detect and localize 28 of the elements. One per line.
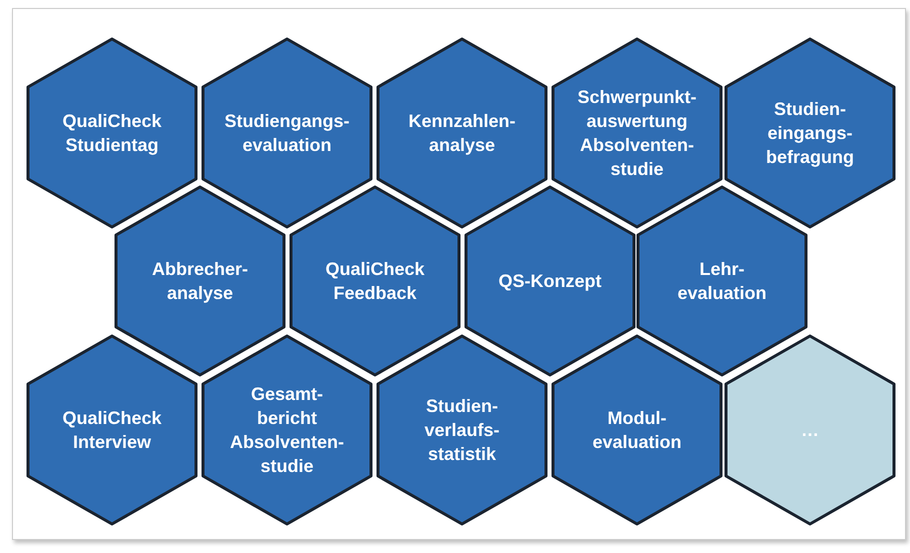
hexagon-label: QS-Konzept	[498, 270, 602, 293]
hexagon	[376, 37, 548, 229]
hexagon	[26, 37, 198, 229]
hexagon	[201, 334, 373, 526]
hexagon-label: …	[801, 419, 819, 442]
hexagon-label: Lehr-evaluation	[676, 258, 768, 305]
hexagon-label: Abbrecher-analyse	[150, 258, 250, 305]
hexagon-label: Studien-verlaufs-statistik	[423, 395, 501, 466]
hexagon-label: QualiCheck Interview	[61, 407, 163, 454]
hexagon	[724, 334, 896, 526]
hexagon	[201, 37, 373, 229]
hexagon	[724, 37, 896, 229]
hexagon	[464, 185, 636, 377]
hexagon-label: Studien-eingangs-befragung	[765, 98, 855, 169]
hexagon-label: Modul-evaluation	[591, 407, 683, 454]
hexagon-label: Gesamt-bericht Absolventen-studie	[228, 383, 345, 478]
hexagon	[114, 185, 286, 377]
hexagon-label: Schwerpunkt-auswertung Absolventen-studie	[577, 86, 697, 181]
hexagon	[636, 185, 808, 377]
hexagon	[376, 334, 548, 526]
hexagon-label: Kennzahlen-analyse	[407, 110, 516, 157]
hexagon-label: Studiengangs-evaluation	[224, 110, 350, 157]
hexagon	[551, 334, 723, 526]
hexagon	[289, 185, 461, 377]
hexagon-label: QualiCheck Studientag	[61, 110, 163, 157]
hexagon	[26, 334, 198, 526]
hexagon	[551, 37, 723, 229]
hexagon-label: QualiCheck Feedback	[324, 258, 426, 305]
